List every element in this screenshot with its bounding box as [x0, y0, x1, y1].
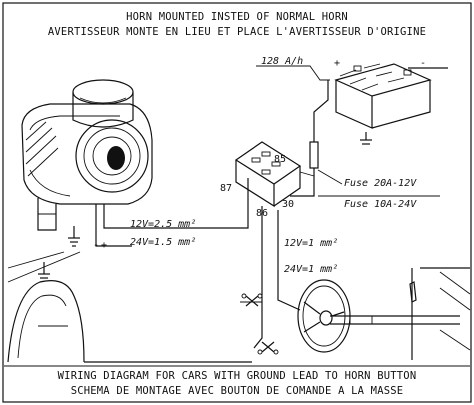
- steering-column-joints: [349, 316, 373, 324]
- footer-line-1: WIRING DIAGRAM FOR CARS WITH GROUND LEAD…: [58, 370, 417, 382]
- fuse: [309, 141, 319, 169]
- wire-relay-86-to-button: [253, 206, 263, 349]
- fuse-label-12v: Fuse 20A-12V: [344, 178, 417, 189]
- wire-fuse-to-relay-85: [299, 171, 315, 177]
- dashboard-hatch-1: [439, 271, 471, 295]
- horn-wire-label-24v: 24V=1.5 mm²: [130, 237, 196, 248]
- footer-line-2: SCHEMA DE MONTAGE AVEC BOUTON DE COMANDE…: [71, 385, 404, 397]
- header-line-1: HORN MOUNTED INSTED OF NORMAL HORN: [126, 11, 348, 23]
- battery-rating-leader: [256, 65, 330, 81]
- relay: [234, 141, 302, 208]
- dashboard-bracket: [409, 281, 417, 303]
- wire-cut-symbol-lower: [257, 341, 279, 355]
- horn-plus-symbol: +: [101, 240, 107, 251]
- relay-pin-85: 85: [274, 154, 286, 165]
- fuse-label-leader: [317, 169, 343, 185]
- horn-minus-symbol: -: [93, 240, 99, 251]
- dashboard-hatch-2: [439, 287, 471, 311]
- steering-column: [330, 315, 460, 325]
- battery-plus-symbol: +: [334, 58, 340, 69]
- battery-ground-symbol: [360, 132, 372, 145]
- horn: [21, 79, 153, 231]
- dashboard-hatch-3: [439, 329, 471, 351]
- wire-relay-30-to-steering: [277, 210, 301, 311]
- header-line-2: AVERTISSEUR MONTE EN LIEU ET PLACE L'AVE…: [48, 26, 426, 38]
- relay-pin-87: 87: [220, 183, 232, 194]
- horn-wire-label-12v: 12V=2.5 mm²: [130, 219, 196, 230]
- battery: [334, 63, 432, 129]
- wire-fuse-to-relay-30: [290, 168, 315, 197]
- battery-rating-label: 128 A/h: [261, 56, 303, 67]
- wire-horn-ground: [95, 204, 132, 247]
- wire-cut-symbol-upper: [241, 293, 263, 307]
- horn-ground-symbol: [68, 226, 80, 247]
- button-wire-label-24v: 24V=1 mm²: [284, 264, 338, 275]
- relay-pin-30: 30: [282, 199, 294, 210]
- wire-horn-to-relay-87: [103, 178, 249, 229]
- fuse-label-24v: Fuse 10A-24V: [344, 199, 417, 210]
- battery-minus-symbol: -: [420, 58, 426, 69]
- wire-battery-positive: [313, 80, 329, 142]
- button-wire-label-12v: 12V=1 mm²: [284, 238, 338, 249]
- body-ground-symbol: [38, 262, 50, 279]
